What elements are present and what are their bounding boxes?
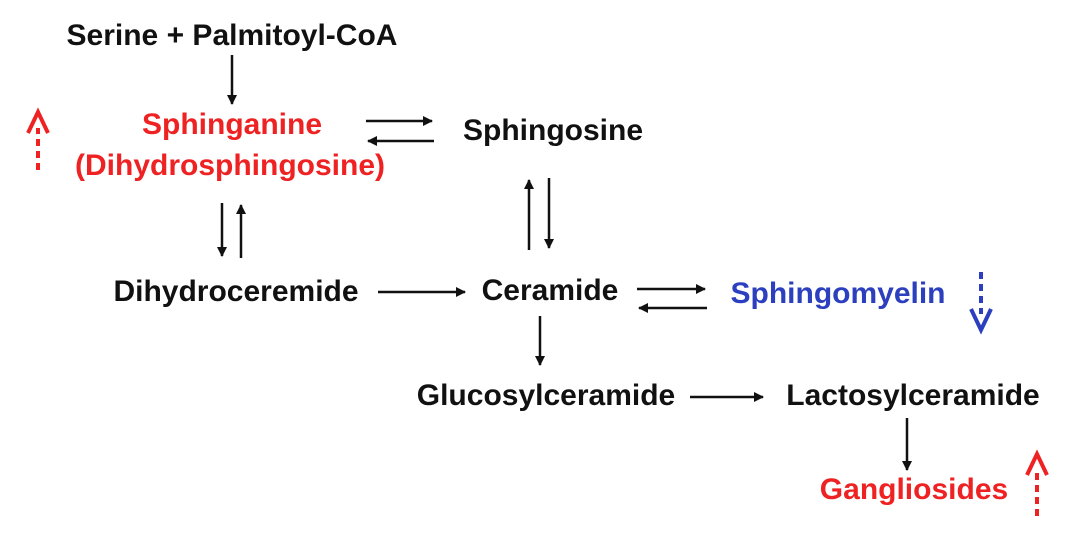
node-glucosylceramide: Glucosylceramide — [416, 379, 676, 412]
node-sphingosine: Sphingosine — [463, 114, 643, 147]
node-serine-palmitoyl-coa: Serine + Palmitoyl-CoA — [66, 19, 398, 52]
node-sphinganine: Sphinganine — [142, 108, 322, 141]
node-sphingomyelin: Sphingomyelin — [730, 277, 946, 310]
dashed-up-arrow-icon — [26, 107, 50, 170]
node-ceramide: Ceramide — [481, 274, 619, 307]
dashed-down-arrow-icon — [969, 272, 993, 335]
dashed-up-arrow-icon — [1025, 449, 1049, 516]
node-sphinganine-alt-name: (Dihydrosphingosine) — [75, 149, 385, 182]
node-gangliosides: Gangliosides — [819, 473, 1009, 506]
node-lactosylceramide: Lactosylceramide — [786, 379, 1040, 412]
node-dihydroceramide: Dihydroceremide — [113, 275, 359, 308]
